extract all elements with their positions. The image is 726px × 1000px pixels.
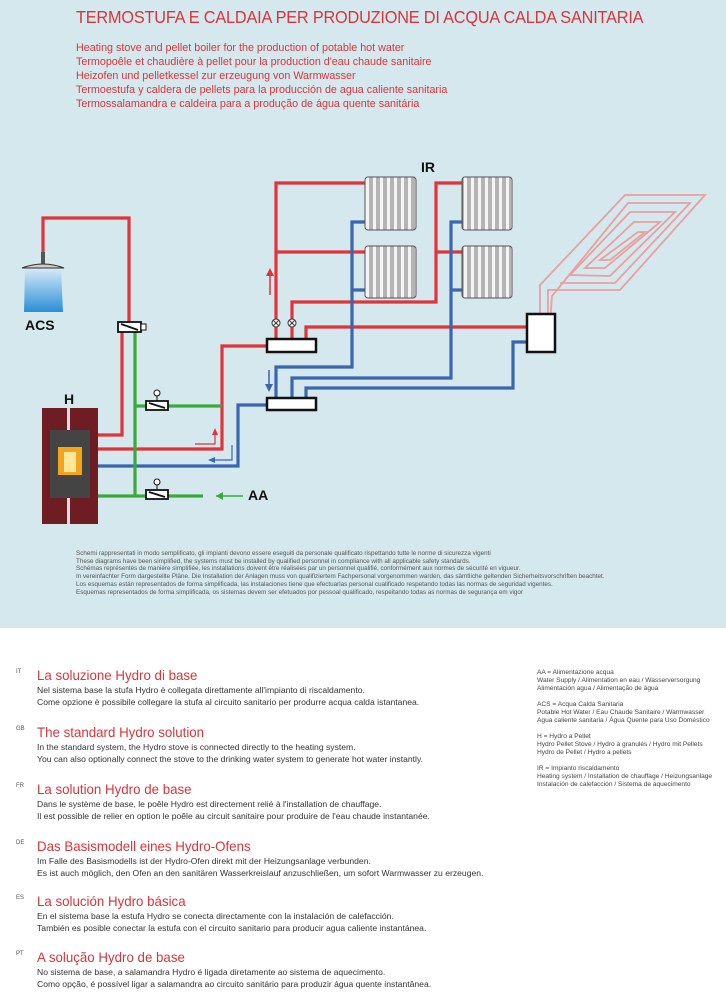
arrow-up-icon xyxy=(266,268,274,276)
aa-label: AA xyxy=(248,487,268,503)
arrow-down-icon xyxy=(265,384,273,392)
disclaimer-line: Schémas représentés de manière simplifié… xyxy=(76,565,521,573)
hot-water-pipes xyxy=(41,181,527,451)
section-line: Come opzione è possibile collegare la st… xyxy=(37,697,420,707)
section-title: La solución Hydro básica xyxy=(37,893,186,909)
pump-icon xyxy=(271,318,297,328)
stove-icon xyxy=(42,408,98,524)
return-pipes xyxy=(98,220,527,468)
radiator-icon xyxy=(364,245,417,299)
valve-icon xyxy=(145,478,169,500)
radiator-icon xyxy=(461,176,513,231)
language-code: ES xyxy=(16,895,25,901)
acs-valve-icon xyxy=(117,321,147,333)
valve-icon xyxy=(145,389,169,411)
section-title: La soluzione Hydro di base xyxy=(37,667,198,683)
acs-label: ACS xyxy=(25,317,55,333)
legend-line: Water Supply / Alimentation en eau / Was… xyxy=(537,677,701,684)
section-line: Como opção, é possível ligar a salamandr… xyxy=(37,979,432,989)
section-line: También es posible conectar la estufa co… xyxy=(37,923,427,933)
section-line: No sistema de base, a salamandra Hydro é… xyxy=(37,967,386,977)
legend-line: Instalación de calefacción / Sistema de … xyxy=(537,781,691,788)
section-line: Il est possible de relier en option le p… xyxy=(37,811,430,821)
disclaimer-line: These diagrams have been simplified, the… xyxy=(76,557,471,565)
shower-icon xyxy=(21,252,65,312)
legend-line: Hydro de Pellet / Hydro a pellets xyxy=(537,749,632,756)
section-line: Nel sistema base la stufa Hydro è colleg… xyxy=(37,685,365,695)
subtitle: Termoestufa y caldera de pellets para la… xyxy=(76,84,448,96)
legend-line: Hydro Pellet Stove / Hydro à granulés / … xyxy=(537,741,703,748)
legend-line: Agua caliente sanitaria / Água Quente pa… xyxy=(537,717,710,724)
arrow-up-icon xyxy=(212,428,218,435)
legend-line: Alimentación agua / Alimentação de água xyxy=(537,685,659,692)
subtitle: Heating stove and pellet boiler for the … xyxy=(76,42,405,54)
disclaimer: Schemi rappresentati in modo semplificat… xyxy=(76,550,605,596)
section-title: La solution Hydro de base xyxy=(37,781,192,797)
legend-line: Potable Hot Water / Eau Chaude Sanitaire… xyxy=(537,709,705,716)
language-code: GB xyxy=(16,726,25,732)
arrow-icon xyxy=(216,492,223,500)
section-line: Dans le système de base, le poêle Hydro … xyxy=(37,799,382,809)
section-line: Im Falle des Basismodells ist der Hydro-… xyxy=(37,856,371,866)
ir-label: IR xyxy=(421,159,435,175)
page-title: TERMOSTUFA E CALDAIA PER PRODUZIONE DI A… xyxy=(76,7,644,27)
water-supply-pipes xyxy=(98,332,222,498)
subtitle: Heizofen und pelletkessel zur erzeugung … xyxy=(76,70,356,82)
subtitle: Termossalamandra e caldeira para a produ… xyxy=(76,98,420,110)
diagram-panel xyxy=(0,0,726,628)
section-line: En el sistema base la estufa Hydro se co… xyxy=(37,911,394,921)
language-code: PT xyxy=(16,951,24,957)
cold-manifold xyxy=(265,396,318,412)
arrow-left-icon xyxy=(208,457,215,463)
disclaimer-line: Schemi rappresentati in modo semplificat… xyxy=(76,550,491,557)
section-title: The standard Hydro solution xyxy=(37,724,205,740)
legend-line: IR = Impianto riscaldamento xyxy=(537,765,620,772)
radiator-icon xyxy=(461,245,513,299)
section-line: Es ist auch möglich, den Ofen an den san… xyxy=(37,868,484,878)
section-title: A solução Hydro de base xyxy=(37,949,185,965)
section-title: Das Basismodell eines Hydro-Ofens xyxy=(37,838,251,854)
section-line: In the standard system, the Hydro stove … xyxy=(37,742,356,752)
legend-line: AA = Alimentazione acqua xyxy=(537,669,614,676)
subtitle: Termopoêle et chaudière à pellet pour la… xyxy=(76,56,432,68)
disclaimer-line: Los esquemas están representados de form… xyxy=(76,580,553,588)
legend-line: Heating system / Installation de chauffa… xyxy=(537,773,713,780)
h-label: H xyxy=(64,391,74,407)
floor-heating-icon xyxy=(539,194,708,326)
radiator-icon xyxy=(364,176,417,231)
language-code: DE xyxy=(16,840,25,846)
language-code: FR xyxy=(16,783,24,789)
plumbing-diagram: ACS H AA IR xyxy=(21,159,708,524)
language-code: IT xyxy=(16,669,22,675)
disclaimer-line: In vereinfachter Form dargestellte Pläne… xyxy=(76,573,605,581)
legend-line: ACS = Acqua Calda Sanitaria xyxy=(537,701,624,708)
hot-manifold xyxy=(265,337,318,354)
section-line: You can also optionally connect the stov… xyxy=(37,754,423,764)
legend-line: H = Hydro a Pellet xyxy=(537,733,591,740)
disclaimer-line: Esquemas representados de forma simplifi… xyxy=(76,588,523,596)
floor-heating-manifold xyxy=(525,312,557,354)
